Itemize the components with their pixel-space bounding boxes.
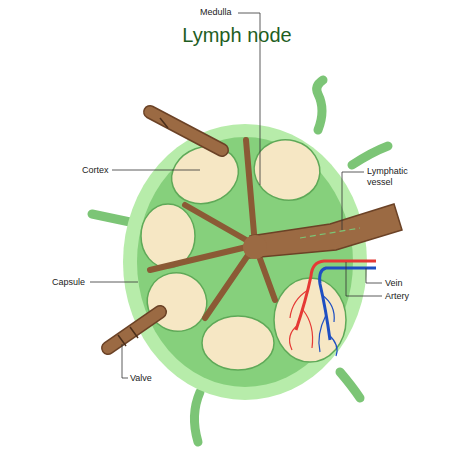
part-label: Medulla xyxy=(200,7,232,18)
artery-branch xyxy=(290,325,298,350)
flow-mark xyxy=(300,228,360,238)
vein-vessel xyxy=(320,268,376,340)
part-label: Lymphatic vessel xyxy=(367,166,422,188)
leader-line xyxy=(366,268,382,283)
valve-mark xyxy=(160,118,168,128)
leader-line xyxy=(90,282,138,283)
afferent-vessel-outline xyxy=(150,112,222,150)
lymphatic-tendril xyxy=(194,392,200,442)
leader-line xyxy=(112,170,200,171)
vein-branch xyxy=(322,295,334,322)
part-label: Valve xyxy=(130,373,152,384)
cortex-lobule xyxy=(202,316,274,370)
lymphatic-tendril xyxy=(340,372,360,398)
medulla-hub xyxy=(243,235,267,259)
diagram-title: Lymph node xyxy=(0,24,474,47)
artery-vessel xyxy=(296,261,376,330)
lymphatic-tendril xyxy=(352,146,388,165)
cortex-lobule xyxy=(247,132,326,207)
afferent-vessel xyxy=(150,112,222,150)
vein-branch xyxy=(319,315,326,352)
efferent-vessel xyxy=(250,204,402,258)
afferent-vessel xyxy=(108,312,160,348)
cortex-lobule xyxy=(274,278,346,362)
leader-line xyxy=(346,262,382,296)
part-label: Artery xyxy=(385,291,409,302)
part-label: Cortex xyxy=(82,165,109,176)
leader-line xyxy=(342,172,364,230)
valve-mark xyxy=(118,327,138,346)
artery-branch xyxy=(303,310,313,348)
part-label: Capsule xyxy=(52,277,85,288)
vein-branch xyxy=(329,335,337,356)
medulla-channel xyxy=(246,140,255,245)
cortex-lobule xyxy=(137,262,218,342)
part-label: Vein xyxy=(385,278,403,289)
lymphatic-tendril xyxy=(92,214,130,222)
leader-line xyxy=(122,344,128,378)
afferent-vessel-outline xyxy=(108,312,160,348)
lymphatic-tendril xyxy=(317,80,323,130)
medulla-channel xyxy=(185,205,255,245)
